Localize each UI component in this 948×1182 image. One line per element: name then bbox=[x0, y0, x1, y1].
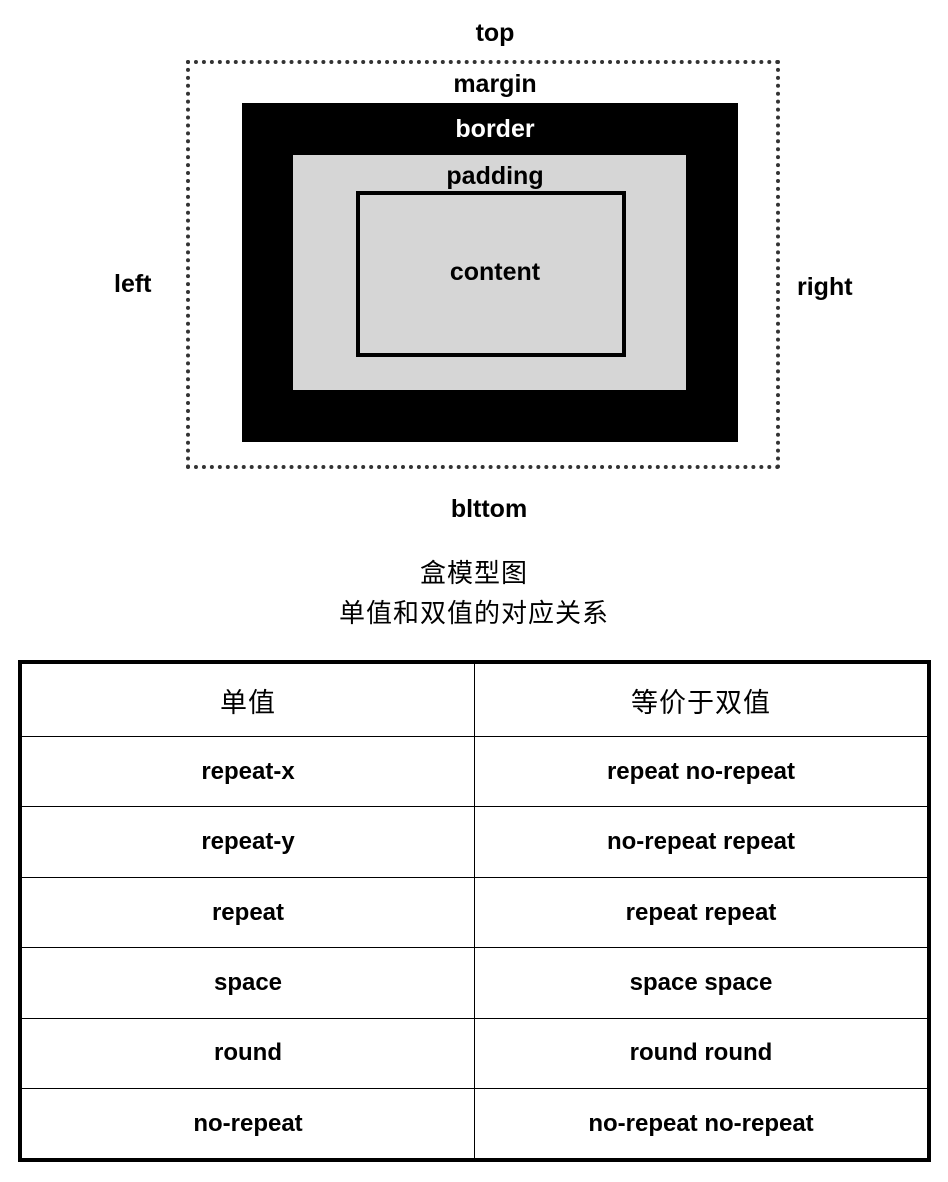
margin-area bbox=[186, 60, 780, 469]
label-right: right bbox=[797, 273, 853, 301]
cell-double: round round bbox=[474, 1017, 927, 1090]
cell-single: round bbox=[22, 1017, 475, 1090]
table-title: 单值和双值的对应关系 bbox=[338, 599, 609, 629]
diagram-caption: 盒模型图 bbox=[419, 559, 528, 589]
label-margin: margin bbox=[453, 70, 537, 98]
cell-single: no-repeat bbox=[22, 1088, 475, 1158]
label-bottom: blttom bbox=[450, 495, 528, 523]
header-double-value: 等价于双值 bbox=[474, 664, 927, 737]
label-content: content bbox=[449, 258, 541, 286]
table-row: no-repeat no-repeat no-repeat bbox=[22, 1088, 927, 1158]
table-row: round round round bbox=[22, 1017, 927, 1090]
label-left: left bbox=[114, 270, 152, 298]
cell-double: repeat no-repeat bbox=[474, 735, 927, 808]
label-padding: padding bbox=[446, 162, 544, 190]
repeat-values-table: 单值 等价于双值 repeat-x repeat no-repeat repea… bbox=[18, 660, 931, 1162]
table-row: repeat-y no-repeat repeat bbox=[22, 806, 927, 878]
label-border: border bbox=[455, 115, 535, 143]
table-row: space space space bbox=[22, 947, 927, 1019]
cell-single: repeat-x bbox=[22, 735, 475, 808]
table-header-row: 单值 等价于双值 bbox=[22, 664, 927, 737]
cell-single: repeat bbox=[22, 876, 475, 949]
cell-double: no-repeat no-repeat bbox=[474, 1088, 927, 1158]
cell-double: no-repeat repeat bbox=[474, 806, 927, 878]
header-single-value: 单值 bbox=[22, 664, 475, 737]
cell-double: space space bbox=[474, 947, 927, 1019]
cell-single: space bbox=[22, 947, 475, 1019]
label-top: top bbox=[475, 19, 515, 47]
table: 单值 等价于双值 repeat-x repeat no-repeat repea… bbox=[22, 664, 927, 1158]
table-row: repeat repeat repeat bbox=[22, 876, 927, 949]
table-row: repeat-x repeat no-repeat bbox=[22, 735, 927, 808]
cell-single: repeat-y bbox=[22, 806, 475, 878]
cell-double: repeat repeat bbox=[474, 876, 927, 949]
content-area bbox=[356, 191, 626, 357]
